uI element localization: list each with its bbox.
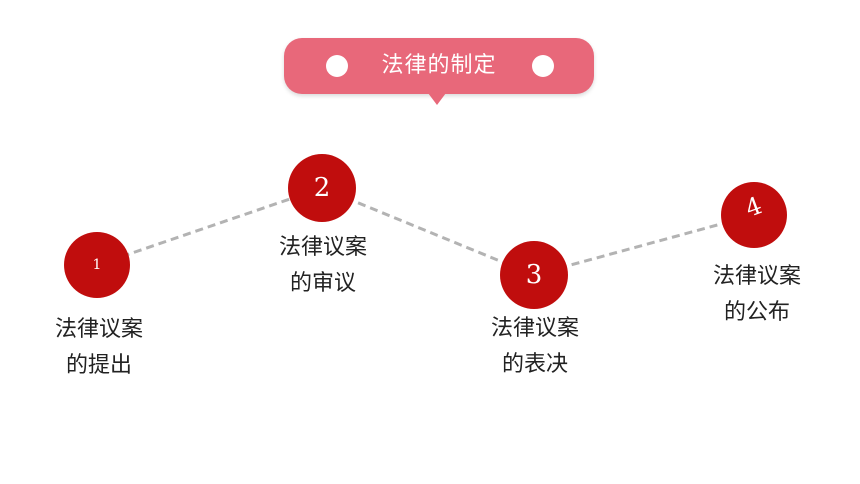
step-2-label-line2: 的审议 <box>289 271 356 296</box>
step-3-label: 法律议案 的表决 <box>460 311 610 383</box>
step-3-label-line1: 法律议案 <box>490 316 579 341</box>
step-1-label-line1: 法律议案 <box>54 317 143 342</box>
step-2-number: 2 <box>313 173 331 203</box>
step-4-number: 4 <box>742 191 766 223</box>
diagram-title: 法律的制定 <box>381 53 497 78</box>
step-3-circle: 3 <box>500 241 568 309</box>
step-3-number: 3 <box>525 260 543 290</box>
connector-1-2 <box>96 186 323 267</box>
step-2-label: 法律议案 的审议 <box>248 230 398 302</box>
bubble-dot-left <box>326 55 348 77</box>
step-4-circle: 4 <box>721 182 787 248</box>
step-1-circle: 1 <box>64 232 130 298</box>
bubble-dot-right <box>532 55 554 77</box>
step-3-label-line2: 的表决 <box>501 352 568 377</box>
step-4-label-line1: 法律议案 <box>712 264 801 289</box>
title-bubble: 法律的制定 <box>284 38 594 105</box>
step-2-circle: 2 <box>288 154 356 222</box>
step-4-label: 法律议案 的公布 <box>682 259 832 331</box>
step-1-number: 1 <box>92 257 102 273</box>
step-4-label-line2: 的公布 <box>723 300 790 325</box>
step-1-label-line2: 的提出 <box>65 353 132 378</box>
step-1-label: 法律议案 的提出 <box>24 312 174 384</box>
step-2-label-line1: 法律议案 <box>278 235 367 260</box>
